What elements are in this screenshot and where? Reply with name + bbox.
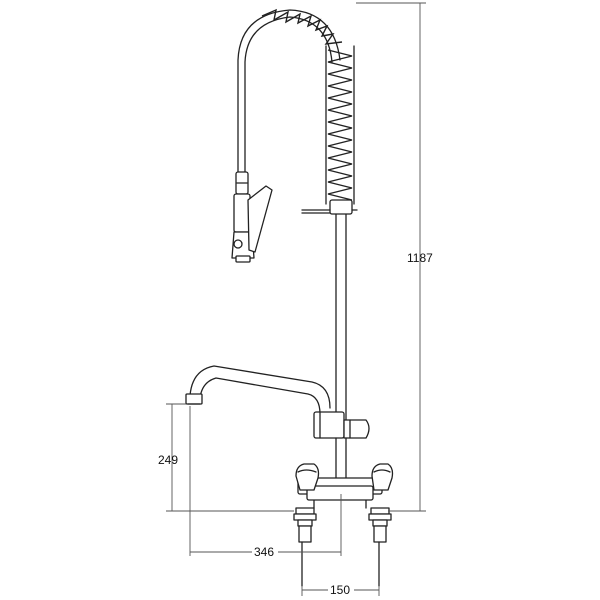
- dimension-spout-reach: 346: [189, 406, 342, 559]
- deck-bar: [297, 477, 383, 509]
- right-tap-handle: [371, 463, 394, 491]
- dimension-inlet-centres: 150: [301, 583, 380, 597]
- right-inlet: [368, 507, 392, 587]
- left-tap-handle: [295, 463, 320, 491]
- spray-lever: [247, 185, 273, 253]
- dimension-overall-height: 1187: [356, 2, 433, 512]
- spout-height-label: 249: [158, 453, 178, 467]
- overall-height-label: 1187: [407, 251, 433, 265]
- hose-clamp: [301, 199, 358, 215]
- left-inlet: [293, 507, 317, 587]
- pre-rinse-faucet: [185, 8, 394, 587]
- swing-spout: [185, 365, 331, 415]
- hose-arch: [237, 9, 341, 173]
- mixer-body: [313, 411, 370, 479]
- inlet-centres-label: 150: [330, 583, 350, 597]
- dimension-spout-height: 249: [158, 403, 294, 512]
- spring-coil: [261, 8, 355, 205]
- spray-head: [231, 171, 273, 263]
- spout-reach-label: 346: [254, 545, 274, 559]
- riser-pipe: [335, 211, 347, 421]
